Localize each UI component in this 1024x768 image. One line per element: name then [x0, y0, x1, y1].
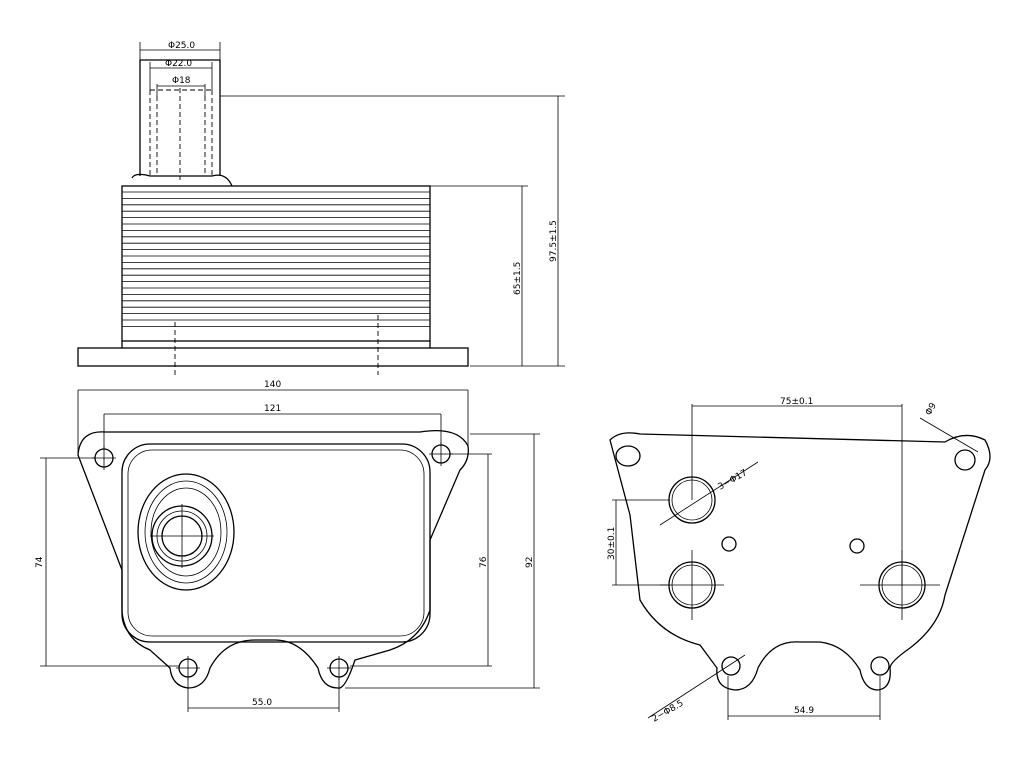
inner-height-label: 76: [479, 556, 489, 568]
cooler-fins: [122, 191, 430, 327]
front-flange-outline: [77, 429, 469, 689]
back-hole-top-left: [615, 445, 641, 467]
pipe-inner-bore-2: [156, 96, 206, 176]
port-outer: [137, 473, 235, 591]
overall-height-label: 92: [525, 557, 535, 568]
side-view: Φ25.0 Φ22.0 Φ18 97.5±1.5 65±1.5: [77, 41, 565, 375]
inner-diameter-label: Φ18: [172, 76, 191, 86]
port-spacing-label: 75±0.1: [780, 397, 813, 407]
back-flange-outline: [609, 432, 991, 691]
core-outline-outer: [121, 443, 431, 643]
base-plate: [77, 347, 469, 367]
core-height-label: 65±1.5: [513, 262, 523, 295]
corner-hole-label: Φ9: [924, 401, 939, 417]
vertical-spacing-label: 30±0.1: [607, 527, 617, 560]
back-hole-spacing-label: 54.9: [794, 706, 814, 716]
back-hole-top-right: [954, 449, 976, 471]
back-hole-small-1: [721, 536, 737, 552]
cooler-core: [121, 185, 431, 342]
pipe-outline: [139, 59, 221, 176]
front-view: 140 121 74 76 92 55.0: [35, 380, 540, 712]
outer-diameter-label: Φ25.0: [168, 41, 195, 51]
back-hole-small-2: [849, 538, 865, 554]
total-height-label: 97.5±1.5: [549, 220, 559, 262]
pipe-neck: [131, 173, 233, 187]
left-height-label: 74: [35, 556, 45, 568]
back-hole-bottom-left: [721, 656, 741, 676]
middle-diameter-label: Φ22.0: [165, 59, 192, 69]
back-hole-bottom-right: [870, 656, 890, 676]
core-outline-inner: [127, 449, 425, 637]
bolt-centerlines: [174, 315, 379, 375]
port-diameter-label: 3−Φ17: [717, 468, 750, 493]
back-view: 75±0.1 Φ9 3−Φ17 30±0.1 2−Φ8.5 54.9: [607, 397, 991, 725]
hole-spacing-bottom-label: 55.0: [252, 698, 272, 708]
lower-holes-label: 2−Φ8.5: [651, 699, 686, 725]
hole-spacing-top-label: 121: [264, 404, 281, 414]
overall-width-label: 140: [264, 380, 281, 390]
pipe-inner-bore: [149, 89, 213, 176]
